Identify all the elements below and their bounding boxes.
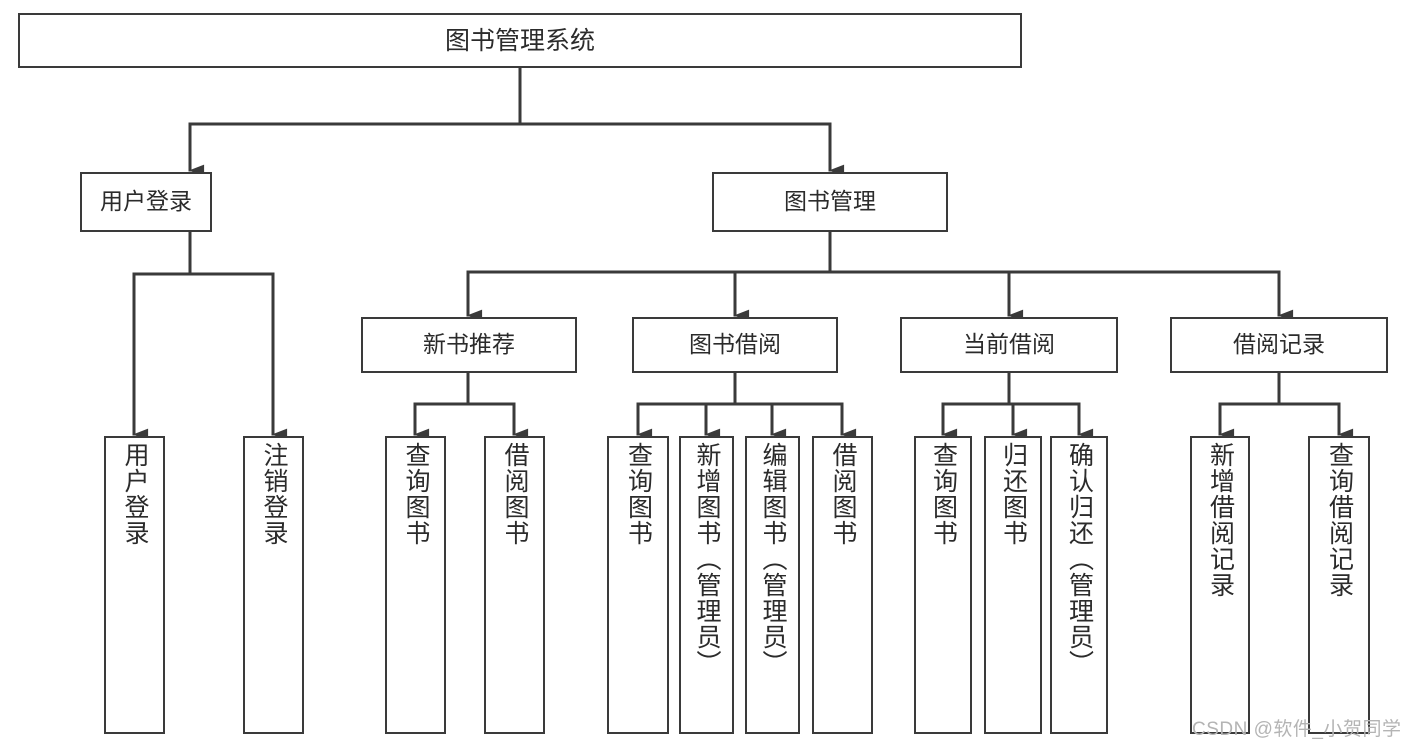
leaf-return-book[interactable]: 归还图书: [984, 436, 1042, 734]
node-book-borrow[interactable]: 图书借阅: [632, 317, 838, 373]
node-label: 新增借阅记录: [1206, 442, 1235, 598]
node-label: 确认归还（管理员）: [1065, 442, 1094, 676]
csdn-watermark: CSDN @软件_小贺同学: [1192, 719, 1402, 740]
node-root-system[interactable]: 图书管理系统: [18, 13, 1022, 68]
leaf-edit-book[interactable]: 编辑图书（管理员）: [745, 436, 800, 734]
node-label: 借阅记录: [1233, 331, 1325, 358]
node-label: 图书管理: [784, 188, 876, 215]
node-label: 借阅图书: [829, 442, 857, 546]
node-label: 图书借阅: [689, 331, 781, 358]
node-current-borrow[interactable]: 当前借阅: [900, 317, 1118, 373]
leaf-query-record[interactable]: 查询借阅记录: [1308, 436, 1370, 734]
leaf-query-book-2[interactable]: 查询图书: [607, 436, 669, 734]
node-borrow-record[interactable]: 借阅记录: [1170, 317, 1388, 373]
node-label: 注销登录: [260, 442, 288, 546]
leaf-borrow-book-1[interactable]: 借阅图书: [484, 436, 545, 734]
node-label: 查询借阅记录: [1325, 442, 1354, 598]
node-label: 图书管理系统: [444, 26, 595, 55]
node-new-book-recommend[interactable]: 新书推荐: [361, 317, 577, 373]
node-label: 查询图书: [402, 442, 430, 546]
node-label: 编辑图书（管理员）: [759, 442, 787, 676]
node-book-management[interactable]: 图书管理: [712, 172, 948, 232]
node-user-login[interactable]: 用户登录: [80, 172, 212, 232]
node-label: 用户登录: [121, 442, 149, 546]
leaf-user-login[interactable]: 用户登录: [104, 436, 165, 734]
node-label: 查询图书: [624, 442, 653, 546]
node-label: 借阅图书: [501, 442, 529, 546]
leaf-confirm-return[interactable]: 确认归还（管理员）: [1050, 436, 1108, 734]
node-label: 查询图书: [929, 442, 958, 546]
node-label: 新书推荐: [423, 331, 515, 358]
leaf-borrow-book-2[interactable]: 借阅图书: [812, 436, 873, 734]
leaf-query-book-1[interactable]: 查询图书: [385, 436, 446, 734]
node-label: 归还图书: [999, 442, 1028, 546]
leaf-query-book-3[interactable]: 查询图书: [914, 436, 972, 734]
leaf-logout-login[interactable]: 注销登录: [243, 436, 304, 734]
node-label: 当前借阅: [963, 331, 1055, 358]
node-label: 新增图书（管理员）: [693, 442, 721, 676]
leaf-add-book[interactable]: 新增图书（管理员）: [679, 436, 734, 734]
node-label: 用户登录: [100, 188, 192, 215]
leaf-add-record[interactable]: 新增借阅记录: [1190, 436, 1250, 734]
